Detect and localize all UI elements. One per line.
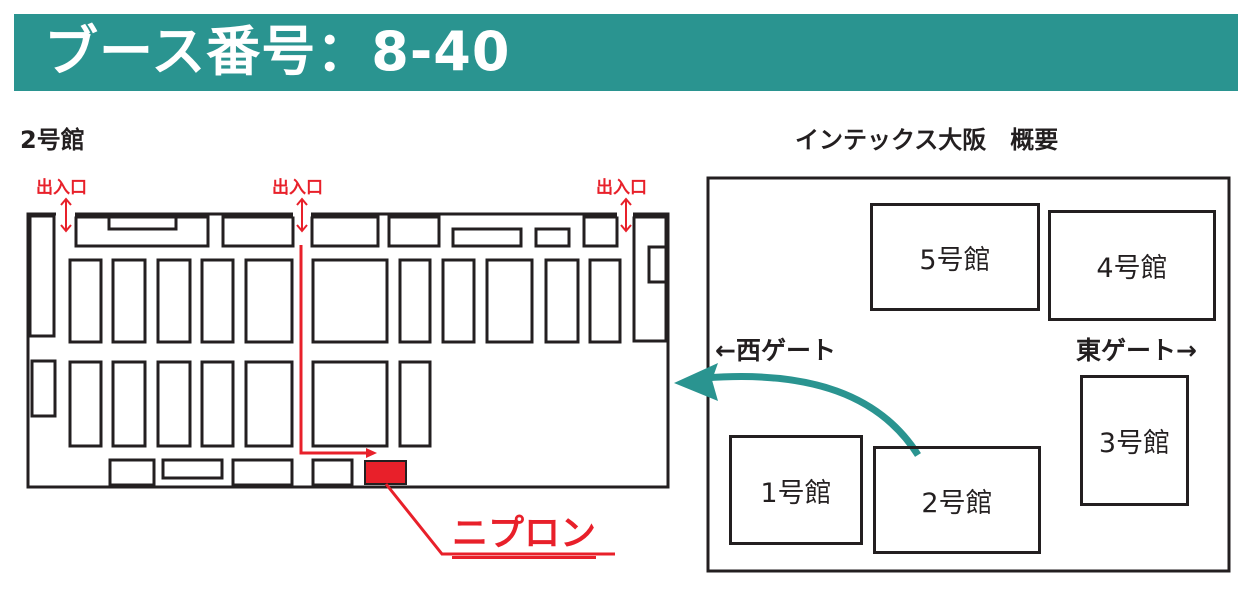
exit-label-right: 出入口 — [596, 178, 647, 198]
booth-block[interactable] — [534, 227, 571, 248]
building-3[interactable]: 3号館 — [1080, 375, 1189, 506]
hall-outline — [26, 212, 670, 489]
booth-block[interactable] — [200, 258, 235, 344]
booth-exhibitor-name: ニプロン — [452, 512, 597, 559]
booth-leader-line — [384, 483, 615, 556]
booth-block[interactable] — [244, 360, 294, 448]
overview-title: インテックス大阪 概要 — [795, 126, 1059, 154]
booth-number-title: ブース番号：8-40 — [44, 20, 511, 83]
booth-block[interactable] — [30, 359, 57, 418]
building-2[interactable]: 2号館 — [873, 446, 1041, 554]
booth-block[interactable] — [156, 258, 192, 344]
booth-block[interactable] — [311, 360, 389, 448]
booth-block[interactable] — [544, 258, 580, 344]
booth-block[interactable] — [161, 458, 224, 480]
booth-number-banner: ブース番号：8-40 — [14, 14, 1238, 91]
route-arrow-icon — [366, 448, 377, 458]
direction-curve — [704, 373, 921, 457]
booth-block[interactable] — [74, 215, 210, 248]
route-path — [299, 245, 374, 455]
west-gate-label: ←西ゲート — [715, 336, 836, 365]
building-5[interactable]: 5号館 — [870, 203, 1040, 311]
booth-block[interactable] — [310, 215, 380, 248]
booth-block[interactable] — [387, 215, 441, 248]
exit-arrow-icon — [296, 197, 308, 233]
booth-block[interactable] — [28, 214, 56, 338]
direction-arrow-icon — [674, 363, 718, 401]
booth-block[interactable] — [111, 360, 147, 448]
booth-block[interactable] — [311, 458, 354, 487]
booth-block[interactable] — [244, 258, 294, 344]
booth-block[interactable] — [68, 360, 103, 448]
booth-block[interactable] — [108, 458, 156, 487]
exit-arrow-icon — [60, 197, 72, 233]
booth-block[interactable] — [200, 360, 235, 448]
building-4[interactable]: 4号館 — [1048, 210, 1216, 321]
building-1[interactable]: 1号館 — [729, 435, 863, 545]
exit-arrows — [60, 197, 632, 233]
booth-block[interactable] — [485, 258, 534, 344]
booth-block[interactable] — [221, 215, 295, 248]
east-gate-label: 東ゲート→ — [1076, 336, 1197, 365]
booth-block[interactable] — [311, 258, 389, 344]
booth-block[interactable] — [156, 360, 192, 448]
booth-block[interactable] — [398, 360, 432, 448]
exit-label-center: 出入口 — [272, 178, 323, 198]
booth-block[interactable] — [647, 245, 668, 284]
target-booth[interactable] — [364, 460, 407, 485]
exit-arrow-icon — [620, 197, 632, 233]
booth-block[interactable] — [107, 215, 178, 231]
exit-label-left: 出入口 — [36, 178, 87, 198]
hall-label: 2号館 — [20, 126, 85, 154]
booth-block[interactable] — [451, 227, 523, 248]
booth-block[interactable] — [588, 258, 622, 344]
booth-block[interactable] — [231, 458, 294, 487]
booth-block[interactable] — [111, 258, 147, 344]
booth-block[interactable] — [68, 258, 103, 344]
booth-block[interactable] — [398, 258, 432, 344]
booth-block[interactable] — [582, 215, 619, 248]
booth-block[interactable] — [441, 258, 476, 344]
